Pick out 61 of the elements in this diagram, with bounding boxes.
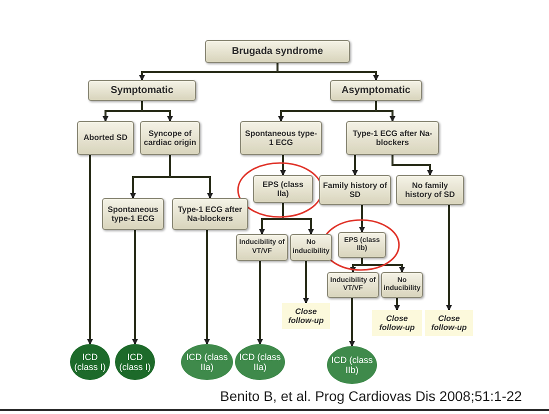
node-label: Spontaneous type-1 ECG (244, 128, 318, 148)
node-label: Syncope of cardiac origin (143, 128, 197, 148)
connector-arrow (392, 155, 433, 176)
process-box (319, 175, 391, 205)
connector-arrow (446, 205, 452, 311)
connector-arrow (204, 230, 210, 345)
node-label: Aborted SD (84, 133, 128, 143)
connector-arrow (257, 261, 263, 345)
connector-arrow (352, 155, 358, 176)
outcome-box (282, 303, 330, 329)
node-label: EPS (class IIa) (262, 180, 304, 198)
process-box (102, 198, 164, 230)
connector-arrow (132, 230, 138, 345)
node-label: Close follow-up (430, 314, 468, 332)
connector-arrow (280, 155, 286, 176)
process-box (88, 80, 196, 101)
connector-arrow (276, 63, 379, 81)
process-box (346, 121, 439, 155)
outcome-box (425, 310, 473, 336)
connector-arrow (394, 298, 400, 311)
outcome-box (372, 310, 422, 336)
process-box (330, 80, 422, 101)
node-label: Symptomatic (110, 84, 174, 96)
process-box (396, 175, 464, 205)
process-box (236, 234, 288, 261)
node-label: Type-1 ECG after Na-blockers (176, 204, 244, 224)
process-box (253, 175, 313, 203)
node-label: Spontaneous type-1 ECG (106, 204, 160, 224)
treatment-ellipse (235, 344, 285, 380)
process-box (290, 234, 332, 261)
node-label: Type-1 ECG after Na-blockers (352, 128, 434, 148)
connector-arrow (303, 261, 309, 304)
connector-arrow (141, 101, 173, 122)
node-label: ICD (class IIa) (238, 352, 282, 372)
connector-arrow (361, 258, 405, 273)
citation: Benito B, et al. Prog Cardiovas Dis 2008;51:1-22 (220, 387, 522, 406)
node-label: ICD (class I) (73, 352, 107, 372)
node-label: No family history of SD (404, 180, 456, 200)
process-box (77, 121, 134, 155)
connector-arrow (87, 155, 93, 345)
node-label: Brugada syndrome (232, 46, 324, 58)
treatment-ellipse (70, 344, 110, 380)
connector-arrow (282, 203, 314, 235)
process-box (381, 272, 423, 298)
node-label: ICD (class IIb) (330, 354, 374, 376)
node-label: Family history of SD (322, 180, 388, 200)
node-label: ICD (class IIa) (185, 352, 229, 372)
node-label: Close follow-up (378, 314, 416, 332)
process-box (172, 198, 248, 230)
node-label: ICD (class I) (118, 352, 152, 372)
node-label: Asymptomatic (342, 84, 410, 96)
node-label: Close follow-up (287, 306, 325, 326)
process-box (240, 121, 322, 155)
process-box (327, 272, 379, 298)
process-box (140, 121, 200, 155)
treatment-ellipse (115, 344, 155, 380)
treatment-ellipse (327, 346, 377, 384)
process-box (205, 40, 350, 63)
treatment-ellipse (181, 344, 233, 380)
connector-arrow (349, 298, 355, 347)
process-box (338, 232, 386, 258)
